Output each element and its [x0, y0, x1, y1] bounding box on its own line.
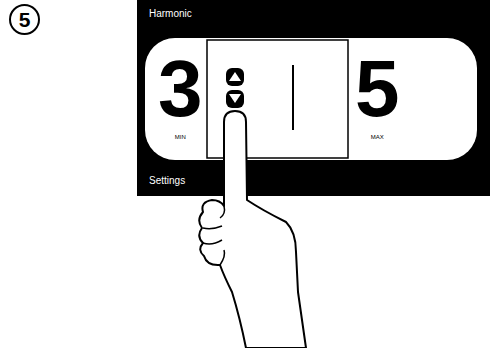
min-label: MIN [175, 134, 186, 140]
step-circle: 5 [9, 4, 40, 35]
display-window: 3MIN 5MAX [145, 38, 477, 160]
max-value: 5 [355, 49, 400, 129]
device-panel: 3MIN 5MAX HarmonicSettings [137, 0, 490, 196]
min-value: 3 [158, 49, 203, 129]
panel-label: Settings [149, 176, 185, 186]
max-label: MAX [371, 134, 384, 140]
callout-number: 5 [19, 9, 31, 30]
panel-heading: Harmonic [149, 9, 192, 19]
